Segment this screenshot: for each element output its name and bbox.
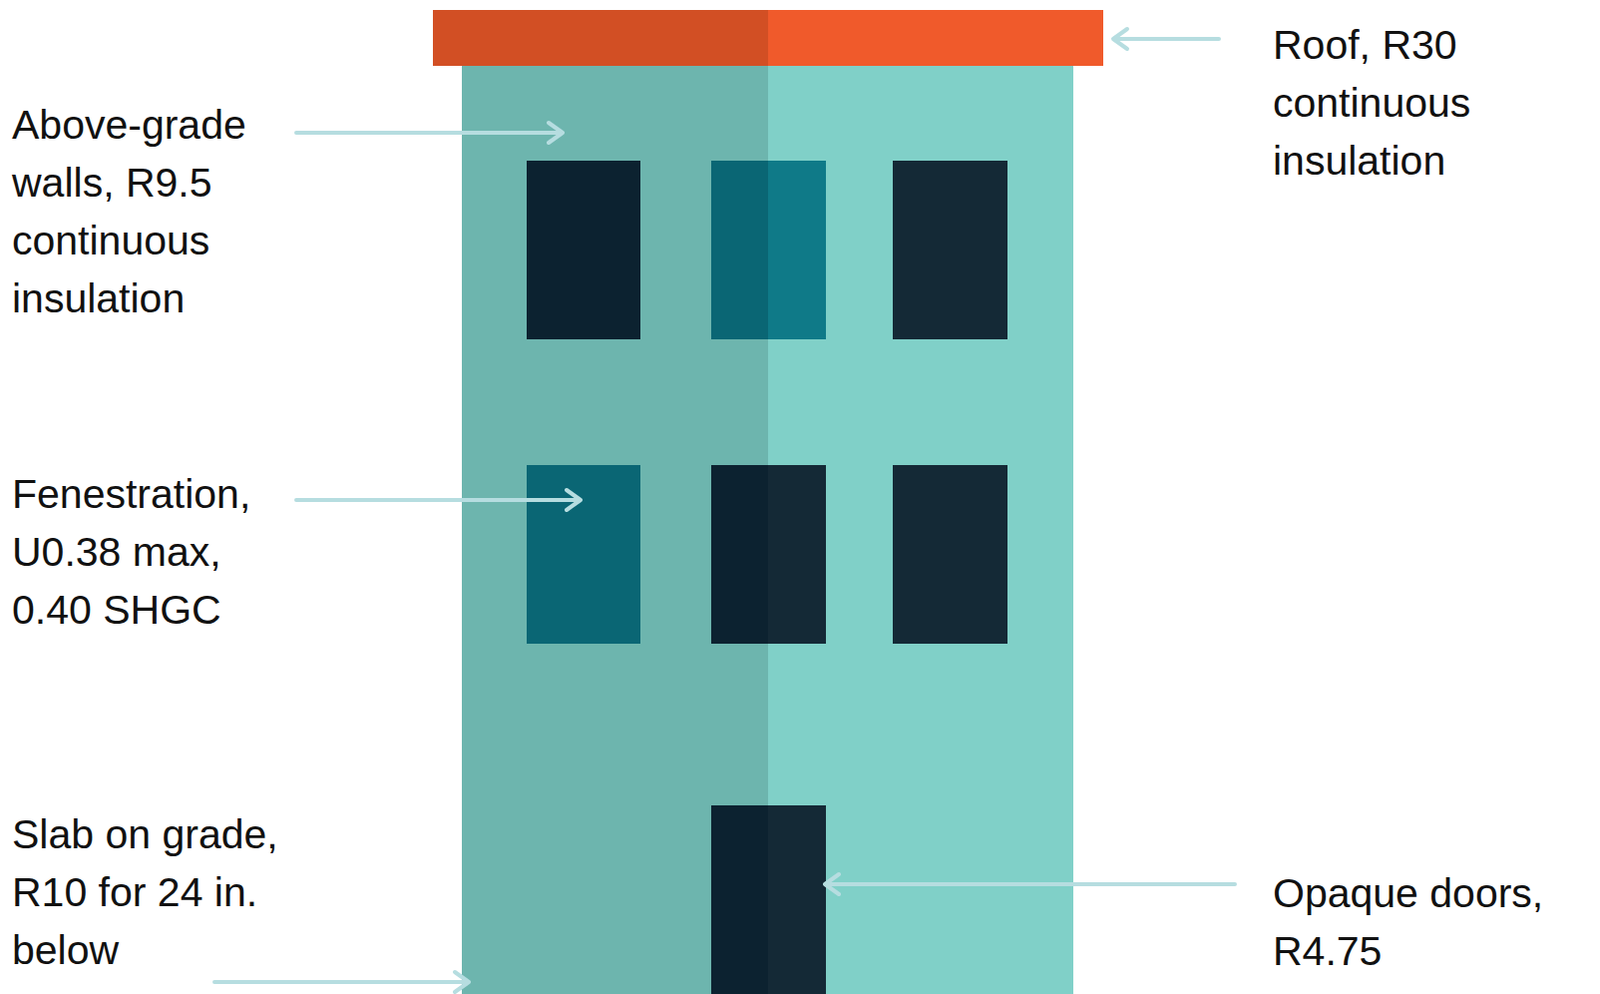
callout-label: Opaque doors, R4.75 [1272,863,1544,980]
door [711,804,769,994]
leader-arrow [296,122,563,143]
leader-arrow [214,971,469,992]
callout-label: Slab on grade, R10 for 24 in. below [11,804,279,979]
roof-left [432,9,769,66]
window [711,160,769,340]
roof-right [768,9,1104,66]
window [768,464,826,644]
window [526,160,641,340]
leader-arrow [296,489,581,510]
leader-arrow [824,873,1235,894]
wall-left [461,65,769,994]
window [711,464,769,644]
door [768,804,826,994]
leader-arrow [1113,28,1219,49]
callout-label: Above-grade walls, R9.5 continuous insul… [11,95,247,328]
window [768,160,826,340]
window [526,464,641,644]
window [892,160,1008,340]
window [892,464,1008,644]
callout-label: Roof, R30 continuous insulation [1272,15,1471,190]
wall-right [768,65,1074,994]
callout-label: Fenestration, U0.38 max, 0.40 SHGC [11,464,251,639]
